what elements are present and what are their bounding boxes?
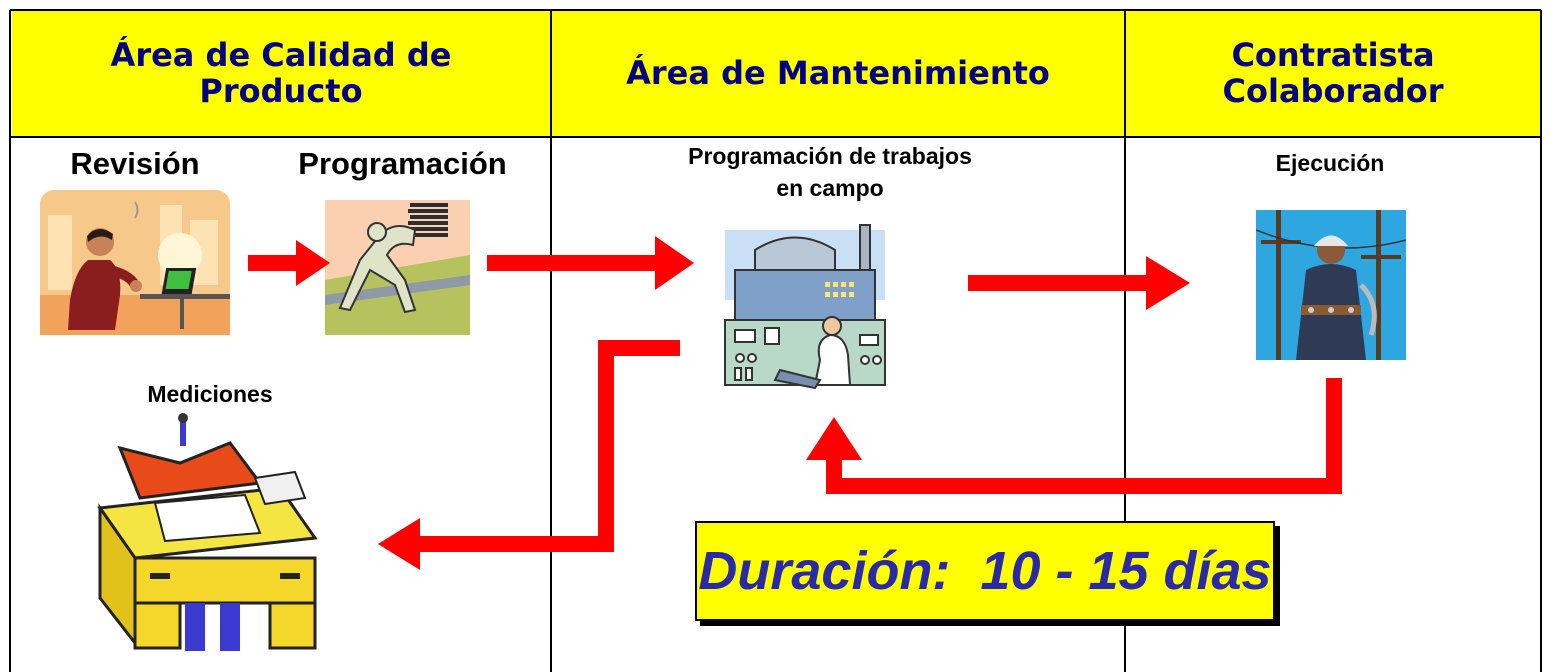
header-maintenance-label: Área de Mantenimiento [626,54,1050,92]
grid-left-line [9,10,11,672]
grid-right-line [1540,10,1542,672]
arrow-revision-to-programacion [248,240,330,286]
grid-divider-2 [1124,10,1126,672]
man-with-laptop-icon [40,190,230,335]
running-man-with-papers-icon [325,200,470,335]
arrow-field-to-ejecucion [968,256,1190,310]
grid-divider-1 [550,10,552,672]
step-label-revision: Revisión [70,146,200,181]
grid-header-line [10,136,1541,138]
desk-with-papers-icon [97,413,318,651]
step-label-ejecucion: Ejecución [1275,150,1385,176]
header-maintenance: Área de Mantenimiento [552,10,1124,136]
header-contractor: Contratista Colaborador [1126,10,1540,136]
header-quality-label: Área de Calidad de Producto [110,36,452,110]
step-label-mediciones: Mediciones [147,381,273,407]
step-label-programacion: Programación [298,146,507,181]
duration-box: Duración: 10 - 15 días [695,521,1275,621]
arrow-ejecucion-return [806,378,1342,494]
arrow-programacion-to-field [487,236,694,290]
grid-top-line [10,9,1541,11]
arrow-field-to-mediciones [378,340,680,570]
header-quality: Área de Calidad de Producto [12,10,550,136]
lineman-worker-icon [1256,210,1406,360]
industrial-plant-control-room-icon [720,220,890,390]
step-label-field-scheduling: Programación de trabajos en campo [688,143,972,201]
duration-label: Duración: 10 - 15 días [698,541,1272,601]
header-contractor-label: Contratista Colaborador [1222,36,1444,110]
